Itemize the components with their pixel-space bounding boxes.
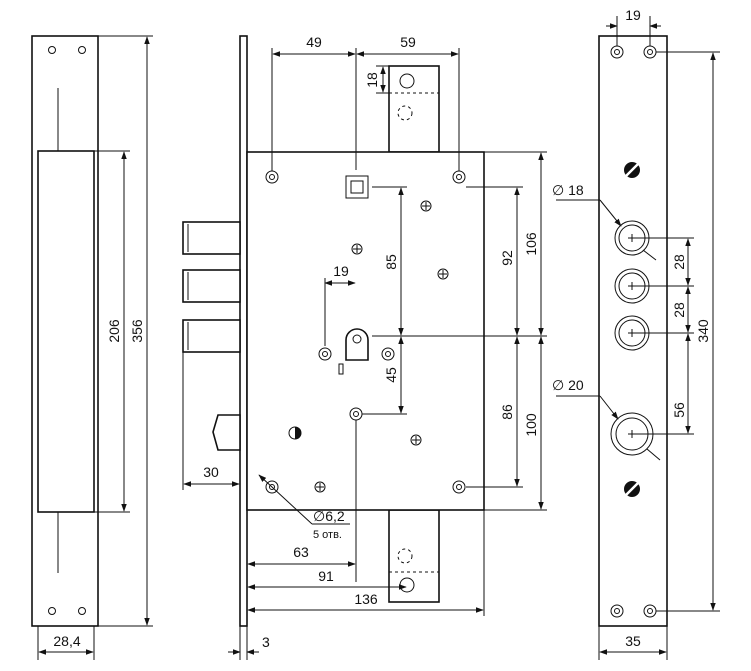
hole-count-label: 5 отв. [313,529,342,541]
dim-49: 49 [306,34,322,50]
left-faceplate-view: 356 206 28,4 [31,35,153,660]
dim-56: 56 [671,402,687,418]
hole-diameter-label: ∅6,2 [313,508,345,524]
dim-100: 100 [523,413,539,437]
dim-28-4: 28,4 [53,633,80,649]
right-faceplate [598,35,668,627]
dim-106: 106 [523,232,539,256]
spindle-square [345,175,369,199]
bottom-mounting-tab [388,509,440,603]
dim-59: 59 [400,34,416,50]
dim-19-right: 19 [625,7,641,23]
left-screw-holes [48,46,86,615]
dim-206: 206 [106,319,122,343]
dim-35: 35 [625,633,641,649]
dim-28-lower: 28 [671,302,687,318]
dim-63: 63 [293,544,309,560]
rivets [314,200,449,493]
deadbolts [182,221,241,353]
dim-85: 85 [383,254,399,270]
right-faceplate-view: 19 340 28 28 56 ∅ 18 ∅ 20 35 [552,7,720,660]
dia-20-label: ∅ 20 [552,377,584,393]
dia-18-label: ∅ 18 [552,182,584,198]
dim-356: 356 [129,319,145,343]
dim-86: 86 [499,404,515,420]
dim-30: 30 [203,464,219,480]
slotted-screws [624,162,640,497]
dim-92: 92 [499,250,515,266]
front-faceplate [239,35,248,627]
dim-28-upper: 28 [671,254,687,270]
dim-340: 340 [695,319,711,343]
cylinder-cutout [345,328,369,361]
dim-18: 18 [364,72,380,88]
dim-19-front: 19 [333,263,349,279]
dim-136: 136 [354,591,378,607]
dim-3: 3 [262,634,270,650]
dim-91: 91 [318,568,334,584]
front-lock-view: 49 59 18 106 100 92 86 85 45 19 [182,34,547,660]
lock-case [246,151,485,511]
latch-bolt [212,414,241,451]
left-lock-body [37,150,95,513]
dim-45: 45 [383,367,399,383]
